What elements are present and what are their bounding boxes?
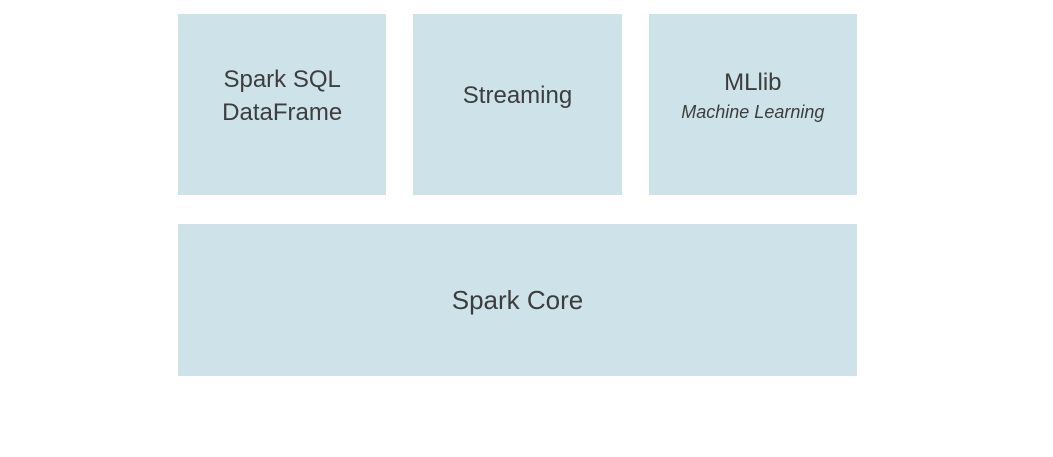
- streaming-label: Streaming: [462, 82, 573, 109]
- components-row: Spark SQL DataFrame Streaming MLlib Mach…: [178, 14, 857, 195]
- spark-sql-box: Spark SQL DataFrame: [178, 14, 387, 195]
- mllib-sublabel: Machine Learning: [681, 102, 825, 122]
- mllib-box: MLlib Machine Learning: [648, 14, 857, 195]
- diagram-container: Spark SQL DataFrame Streaming MLlib Mach…: [178, 14, 857, 376]
- spark-sql-label-line2: DataFrame: [222, 98, 343, 126]
- mllib-label: MLlib: [724, 69, 782, 96]
- spark-core-box: Spark Core: [178, 224, 857, 376]
- spark-sql-label-line1: Spark SQL: [223, 65, 341, 93]
- streaming-box: Streaming: [413, 14, 622, 195]
- spark-core-label: Spark Core: [451, 284, 584, 315]
